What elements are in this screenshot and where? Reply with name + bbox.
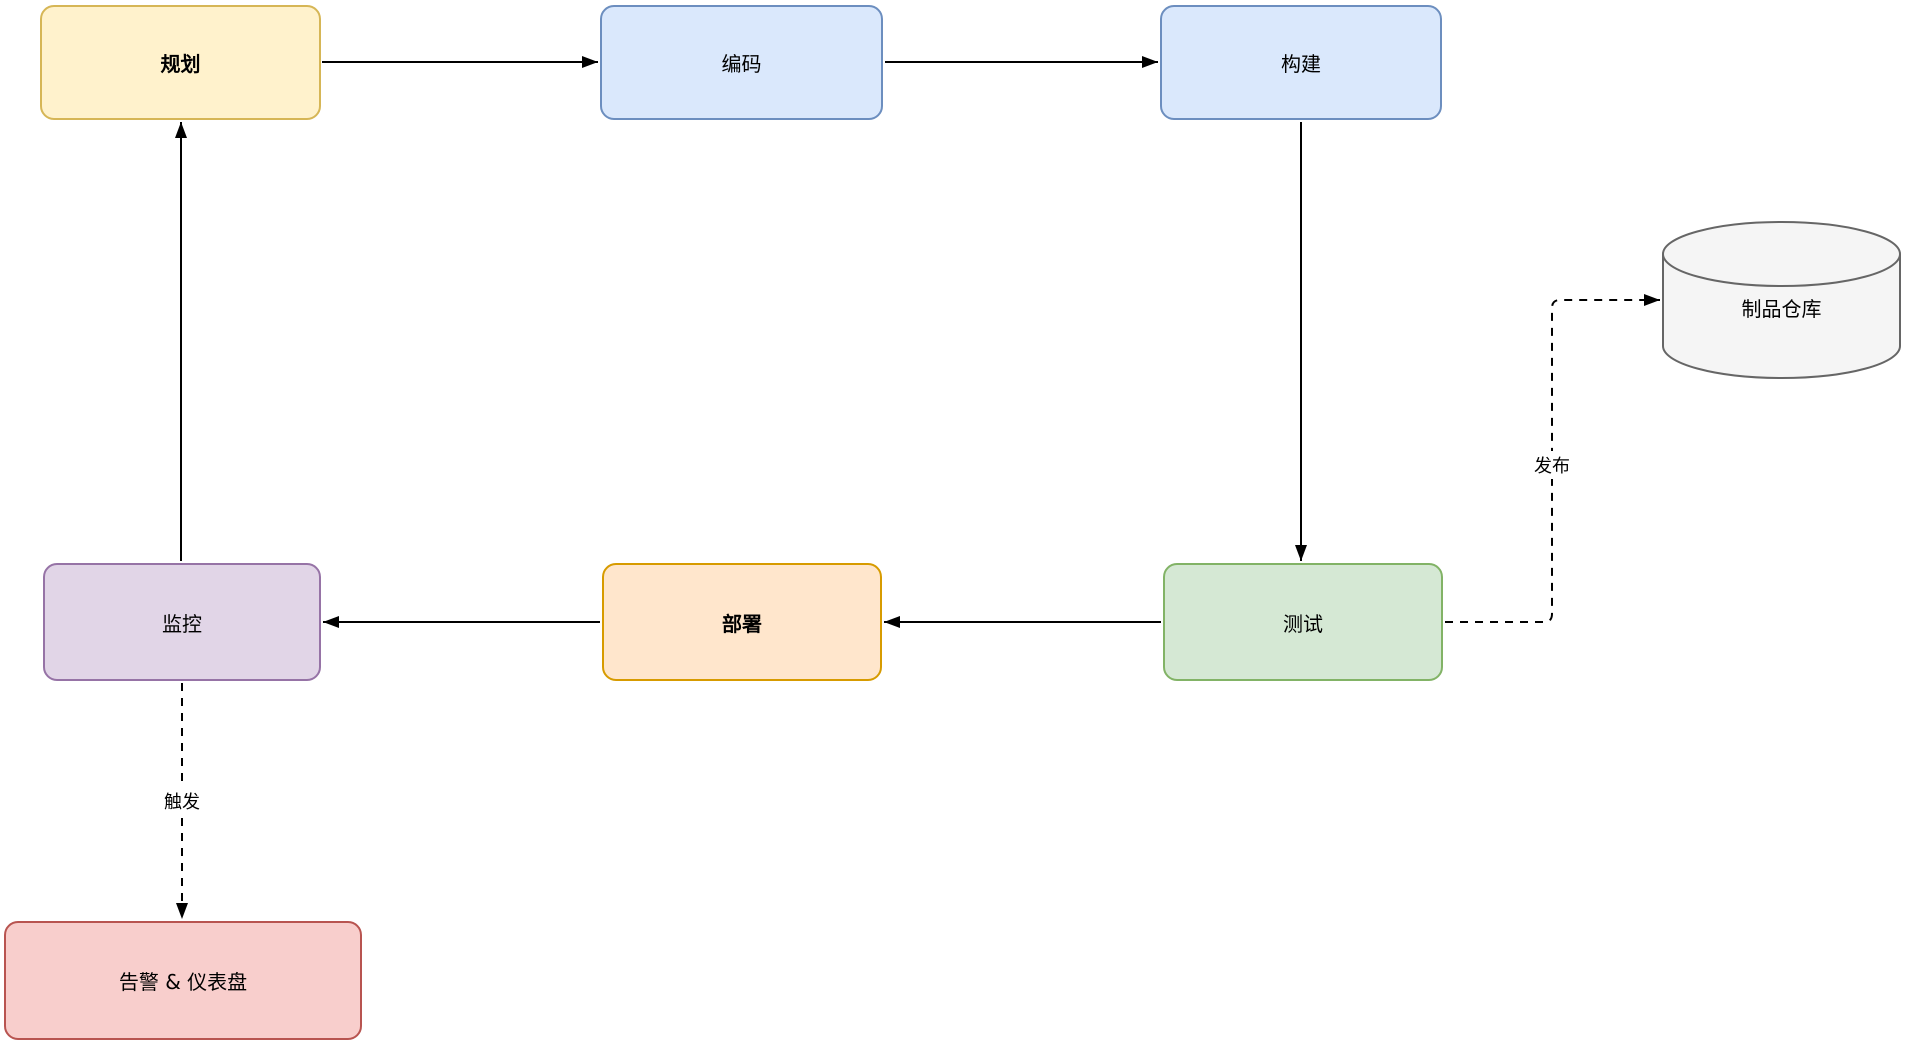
node-deploy[interactable]: 部署 [602, 563, 882, 681]
node-monitor-label: 监控 [162, 611, 202, 636]
node-alerts-dashboard-label: 告警 & 仪表盘 [118, 970, 248, 994]
node-code[interactable]: 编码 [600, 5, 883, 120]
edge-label-trigger: 触发 [159, 787, 205, 815]
node-plan[interactable]: 规划 [40, 5, 321, 120]
node-alerts-dashboard[interactable]: 告警 & 仪表盘 [4, 921, 362, 1040]
node-test-label: 测试 [1283, 611, 1323, 636]
node-test[interactable]: 测试 [1163, 563, 1443, 681]
node-code-label: 编码 [721, 52, 762, 76]
node-monitor[interactable]: 监控 [43, 563, 321, 681]
node-deploy-label: 部署 [722, 611, 762, 636]
node-artifact-repo[interactable]: 制品仓库 [1662, 221, 1901, 379]
node-build[interactable]: 构建 [1160, 5, 1442, 120]
node-plan-label: 规划 [160, 52, 201, 76]
edge-label-release: 发布 [1529, 451, 1575, 479]
edge-test-to-artifact-repo [1445, 294, 1660, 623]
cylinder-icon [1662, 221, 1901, 379]
node-build-label: 构建 [1281, 52, 1321, 76]
node-artifact-repo-label: 制品仓库 [1741, 296, 1822, 321]
